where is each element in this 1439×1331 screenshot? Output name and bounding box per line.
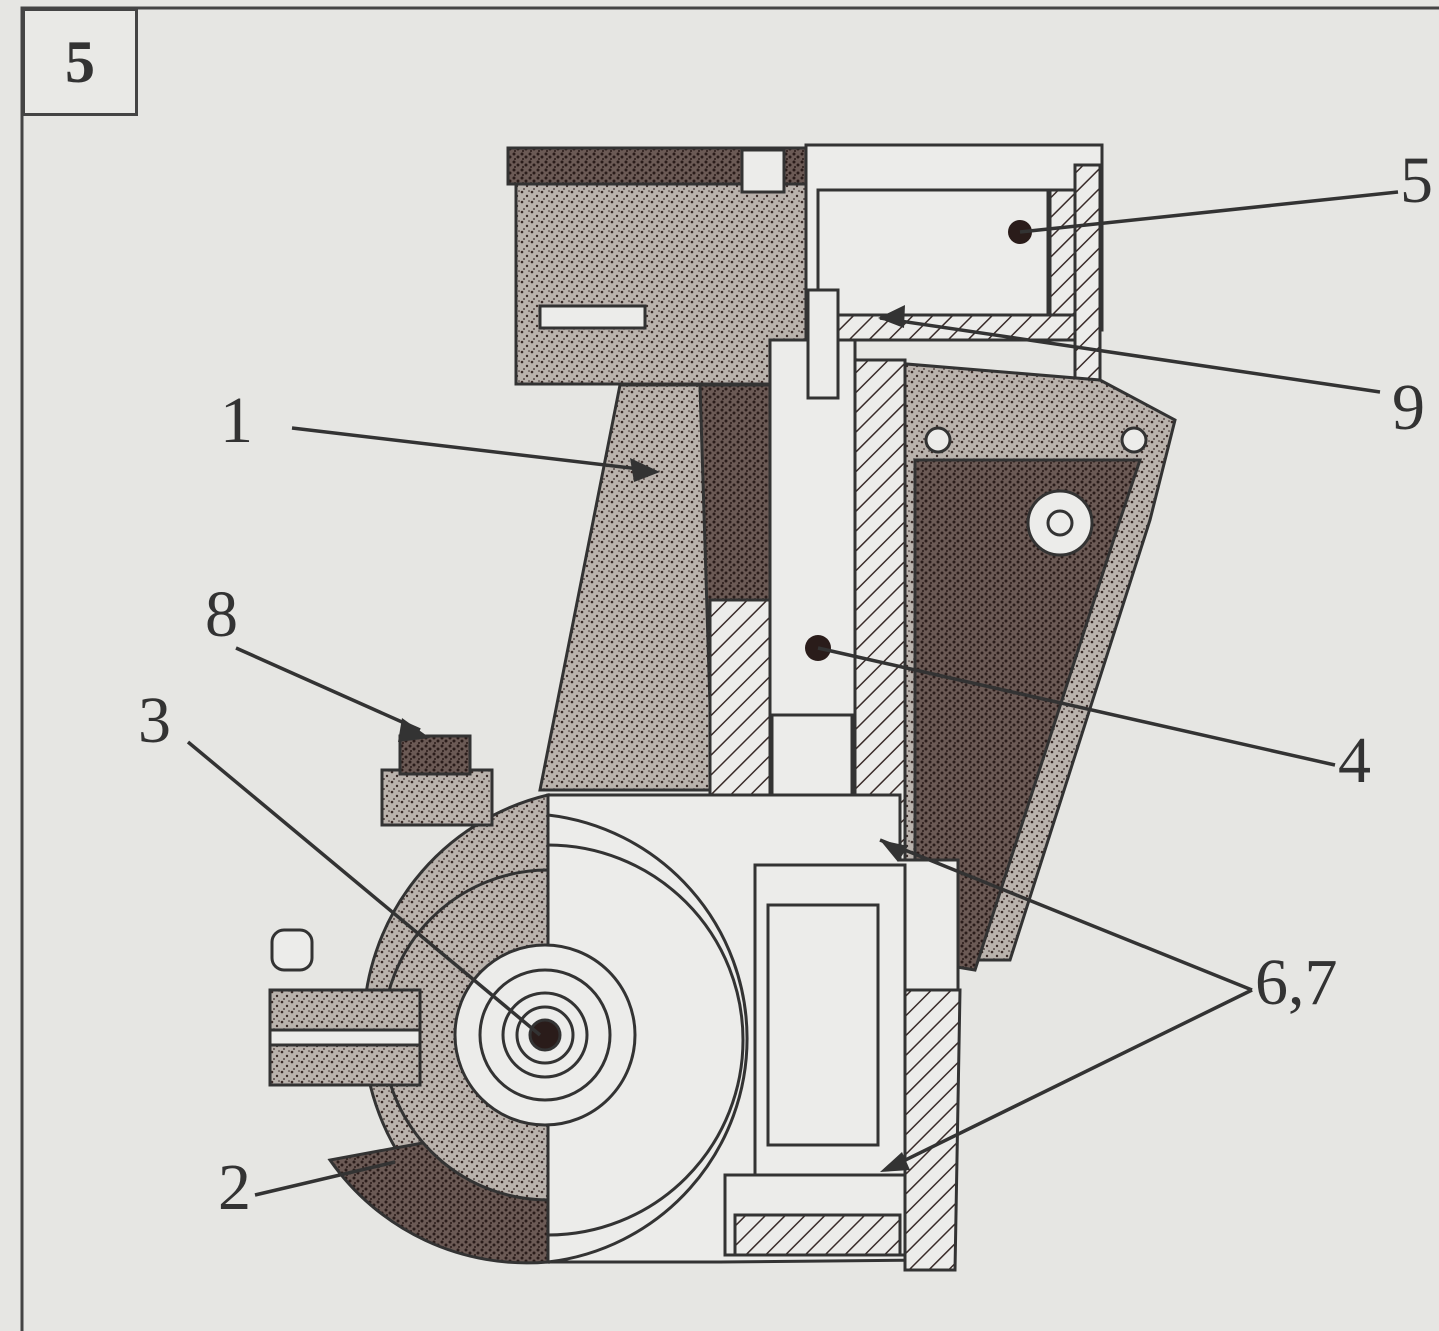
reservoir-hatched-wall: [1048, 188, 1077, 332]
leader-5: [1019, 190, 1399, 234]
vertical-gear-body: [766, 903, 880, 1147]
reservoir-outer-wall: [1073, 163, 1102, 402]
side-flange-inner: [268, 1028, 422, 1047]
breather-base: [380, 768, 494, 827]
leader-8: [235, 646, 421, 732]
arrowhead-6-7-upper: [880, 840, 908, 862]
callout-5: 5: [1400, 144, 1433, 217]
leader-9: [879, 316, 1381, 394]
housing-hatched-right: [903, 988, 962, 1272]
worm-wheel-inner-ring: [547, 843, 745, 1237]
callout-8: 8: [205, 578, 238, 651]
callout-4: 4: [1338, 724, 1371, 797]
reservoir-body: [514, 182, 808, 386]
arrowhead-9: [878, 305, 905, 328]
pivot-pin: [1046, 509, 1074, 537]
leader-3: [186, 740, 542, 1037]
leader-6-7-lower: [884, 988, 1253, 1172]
figure-number: 5: [22, 8, 138, 116]
lower-bearing-hatch: [733, 1213, 902, 1257]
breather-cap: [398, 734, 472, 776]
worm-wheel-section: [546, 813, 749, 1264]
callout-3: 3: [138, 684, 171, 757]
arrowhead-8: [398, 718, 430, 742]
leader-1: [291, 426, 649, 472]
flange-lug: [270, 928, 314, 972]
arrowhead-6-7-lower: [880, 1152, 910, 1172]
reservoir-plug: [740, 148, 786, 194]
callout-2: 2: [218, 1151, 251, 1224]
callout-6-7: 6,7: [1255, 946, 1338, 1019]
hub-center: [528, 1018, 562, 1052]
reservoir-inner-wall: [816, 188, 1050, 322]
mount-hole-right: [1120, 426, 1148, 454]
leader-4: [817, 646, 1336, 767]
callout-1: 1: [220, 384, 253, 457]
leader-6-7-upper: [879, 838, 1253, 992]
callout-9: 9: [1392, 371, 1425, 444]
mount-hole-left: [924, 426, 952, 454]
shaft-collar-top: [806, 288, 840, 400]
arrowhead-1: [630, 458, 660, 482]
leader-2: [254, 1160, 396, 1197]
reservoir-slot: [538, 304, 647, 330]
